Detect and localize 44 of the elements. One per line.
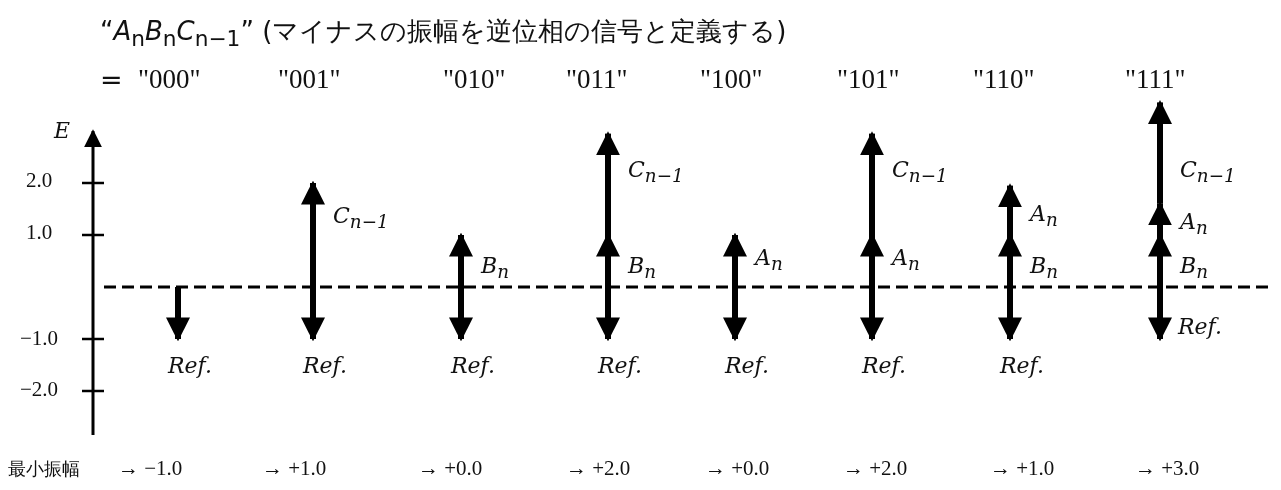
- vector-label: B$_{n}$: [628, 254, 656, 282]
- minimum-amplitude-value: → +1.0: [990, 458, 1055, 479]
- equals-sign: =: [100, 66, 123, 93]
- vector-label: B$_{n}$: [481, 254, 509, 282]
- vector-label: Ref.: [303, 355, 347, 377]
- minimum-amplitude-value: → +1.0: [262, 458, 327, 479]
- vector-label: C$_{n−1}$: [1180, 158, 1236, 186]
- vector-label: A$_{n}$: [755, 247, 783, 274]
- vector-label: Ref.: [451, 355, 495, 377]
- row-label: 最小振幅: [8, 460, 80, 478]
- vector-label: C$_{n−1}$: [892, 158, 948, 186]
- minimum-amplitude-value: → +2.0: [566, 458, 631, 479]
- bit-code: "010": [443, 66, 506, 93]
- vector-label: Ref.: [168, 355, 212, 377]
- bit-code: "111": [1125, 66, 1186, 93]
- minimum-amplitude-value: → −1.0: [118, 458, 183, 479]
- bit-code: "011": [566, 66, 628, 93]
- tick-label: 1.0: [26, 222, 53, 243]
- vector-label: B$_{n}$: [1030, 254, 1058, 282]
- vector-label: A$_{n}$: [1030, 202, 1058, 230]
- vector-label: A$_{n}$: [892, 247, 920, 274]
- bit-code: "001": [278, 66, 341, 93]
- vector-label: Ref.: [598, 355, 642, 377]
- vector-label: C$_{n−1}$: [628, 158, 684, 186]
- minimum-amplitude-value: → +2.0: [843, 458, 908, 479]
- vector-label: B$_{n}$: [1180, 254, 1208, 282]
- vector-label: C$_{n−1}$: [333, 205, 389, 233]
- tick-label: −2.0: [20, 379, 59, 400]
- minimum-amplitude-value: → +0.0: [705, 458, 770, 479]
- axis-label: E: [54, 120, 71, 142]
- bit-code: "110": [973, 66, 1035, 93]
- bit-code: "000": [138, 66, 201, 93]
- bit-code: "101": [837, 66, 900, 93]
- vector-label: Ref.: [725, 355, 769, 377]
- vector-label: Ref.: [1000, 355, 1044, 377]
- minimum-amplitude-value: → +0.0: [418, 458, 483, 479]
- bit-code: "100": [700, 66, 763, 93]
- vector-label: Ref.: [862, 355, 906, 377]
- tick-label: 2.0: [26, 170, 53, 191]
- vector-label: Ref.: [1178, 316, 1222, 338]
- vector-label: A$_{n}$: [1180, 210, 1208, 238]
- minimum-amplitude-value: → +3.0: [1135, 458, 1200, 479]
- tick-label: −1.0: [20, 328, 59, 349]
- title: “A$_{n}$B$_{n}$C$_{n−1}$” (マイナスの振幅を逆位相の信号と定義する): [100, 18, 787, 50]
